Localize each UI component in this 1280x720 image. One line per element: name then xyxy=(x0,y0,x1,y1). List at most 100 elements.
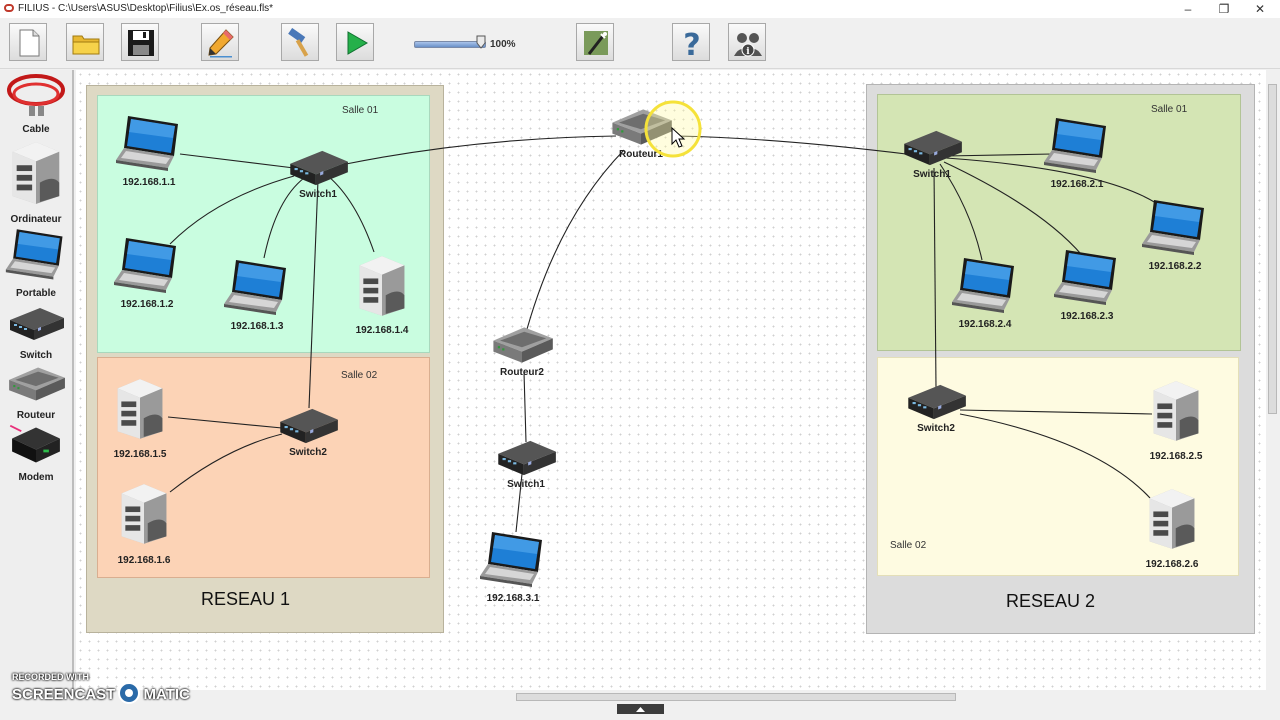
chevron-up-icon xyxy=(636,707,645,712)
server-192-168-2-5[interactable]: 192.168.2.5 xyxy=(1148,372,1204,462)
host-label: 192.168.1.1 xyxy=(122,177,176,188)
server-192-168-2-6[interactable]: 192.168.2.6 xyxy=(1144,480,1200,570)
build-mode-button[interactable] xyxy=(281,23,319,61)
vertical-scrollbar-thumb[interactable] xyxy=(1268,84,1277,414)
palette-switch[interactable]: Switch xyxy=(0,302,72,361)
zoom-level-label: 100% xyxy=(490,39,516,50)
laptop-192-168-2-2[interactable]: 192.168.2.2 xyxy=(1140,194,1210,272)
switch1-reseau2[interactable]: Switch1 xyxy=(900,126,964,180)
server-icon xyxy=(1149,489,1195,549)
maximize-button[interactable]: ❐ xyxy=(1218,2,1230,16)
host-label: 192.168.2.6 xyxy=(1145,559,1199,570)
question-icon: ? xyxy=(683,28,700,58)
server-icon xyxy=(117,379,163,439)
laptop-icon xyxy=(480,532,542,587)
server-192-168-1-4[interactable]: 192.168.1.4 xyxy=(354,248,410,336)
palette-cable[interactable]: Cable xyxy=(0,72,72,135)
close-button[interactable]: ✕ xyxy=(1254,2,1266,16)
palette-router-label: Routeur xyxy=(16,410,56,421)
router2[interactable]: Routeur2 xyxy=(489,322,555,378)
switch-icon xyxy=(280,408,338,444)
palette-switch-label: Switch xyxy=(19,350,53,361)
laptop-192-168-1-2[interactable]: 192.168.1.2 xyxy=(112,232,182,310)
server-icon xyxy=(359,256,405,316)
server-icon xyxy=(1153,381,1199,441)
palette-router[interactable]: Routeur xyxy=(0,362,72,421)
reseau1-salle01-label: Salle 01 xyxy=(342,105,379,116)
pencil-icon xyxy=(208,29,234,58)
laptop-192-168-1-3[interactable]: 192.168.1.3 xyxy=(222,254,292,332)
network-canvas[interactable]: Salle 01 Salle 02 RESEAU 1 Salle 01 Sall… xyxy=(76,70,1266,690)
palette-computer-label: Ordinateur xyxy=(10,214,62,225)
switch-label: Switch2 xyxy=(289,447,327,458)
cursor-highlight xyxy=(644,100,702,158)
cable-link xyxy=(345,135,617,165)
open-file-button[interactable] xyxy=(66,23,104,61)
cable-link xyxy=(945,157,1167,211)
switch2-reseau2[interactable]: Switch2 xyxy=(904,380,968,434)
host-label: 192.168.2.2 xyxy=(1148,261,1202,272)
palette-computer[interactable]: Ordinateur xyxy=(0,134,72,225)
cable-link xyxy=(939,163,983,261)
design-mode-button[interactable] xyxy=(201,23,239,61)
switch-label: Switch1 xyxy=(507,479,545,490)
about-button[interactable]: i xyxy=(728,23,766,61)
palette-modem[interactable]: Modem xyxy=(0,422,72,483)
horizontal-scrollbar[interactable] xyxy=(76,690,1266,704)
router-icon xyxy=(493,327,553,363)
help-button[interactable]: ? xyxy=(672,23,710,61)
host-label: 192.168.1.3 xyxy=(230,321,284,332)
wizard-button[interactable] xyxy=(576,23,614,61)
laptop-icon xyxy=(5,229,63,280)
server-192-168-1-5[interactable]: 192.168.1.5 xyxy=(112,370,168,460)
horizontal-scrollbar-thumb[interactable] xyxy=(516,693,956,701)
router-label: Routeur1 xyxy=(619,149,663,160)
cable-link xyxy=(308,179,319,409)
zoom-slider[interactable] xyxy=(414,41,486,48)
switch-icon xyxy=(904,130,962,166)
host-label: 192.168.1.4 xyxy=(355,325,409,336)
laptop-icon xyxy=(1142,200,1204,255)
new-file-button[interactable] xyxy=(9,23,47,61)
palette-cable-label: Cable xyxy=(22,124,50,135)
palette-laptop-label: Portable xyxy=(15,288,56,299)
router-label: Routeur2 xyxy=(500,367,544,378)
switch1-reseau1[interactable]: Switch1 xyxy=(286,146,350,200)
router1[interactable]: Routeur1 xyxy=(608,104,674,160)
simulation-mode-button[interactable] xyxy=(336,23,374,61)
cable-link xyxy=(263,177,305,259)
screencast-watermark: RECORDED WITH SCREENCAST MATIC xyxy=(12,672,190,704)
laptop-192-168-3-1[interactable]: 192.168.3.1 xyxy=(478,526,548,604)
cable-link xyxy=(169,433,283,493)
host-label: 192.168.2.4 xyxy=(958,319,1012,330)
switch-icon xyxy=(290,150,348,186)
component-palette: Cable Ordinateur Portable Switch Routeur… xyxy=(0,70,74,690)
svg-text:?: ? xyxy=(683,28,700,58)
laptop-192-168-1-1[interactable]: 192.168.1.1 xyxy=(114,110,184,188)
cable-link xyxy=(945,153,1053,157)
hammer-icon xyxy=(288,28,309,57)
main-toolbar: 100% ? i xyxy=(0,18,1280,69)
collapse-panel-toggle[interactable] xyxy=(617,704,664,714)
reseau2-salle02-label: Salle 02 xyxy=(890,540,927,551)
laptop-192-168-2-3[interactable]: 192.168.2.3 xyxy=(1052,244,1122,322)
palette-laptop[interactable]: Portable xyxy=(0,222,72,299)
reseau2-salle01-label: Salle 01 xyxy=(1151,104,1188,115)
minimize-button[interactable]: – xyxy=(1184,2,1192,16)
cable-link xyxy=(959,413,1151,499)
switch-icon xyxy=(908,384,966,420)
laptop-icon xyxy=(1044,118,1106,173)
computer-icon xyxy=(12,142,60,204)
modem-icon xyxy=(9,424,61,464)
laptop-192-168-2-4[interactable]: 192.168.2.4 xyxy=(950,252,1020,330)
router-icon xyxy=(9,367,65,401)
zoom-slider-handle[interactable] xyxy=(476,35,486,49)
switch2-reseau1[interactable]: Switch2 xyxy=(276,404,340,458)
window-title: FILIUS - C:\Users\ASUS\Desktop\Filius\Ex… xyxy=(18,3,274,14)
cable-link xyxy=(943,161,1087,261)
server-192-168-1-6[interactable]: 192.168.1.6 xyxy=(116,474,172,566)
laptop-192-168-2-1[interactable]: 192.168.2.1 xyxy=(1042,112,1112,190)
switch1-middle[interactable]: Switch1 xyxy=(494,436,558,490)
vertical-scrollbar[interactable] xyxy=(1266,70,1280,690)
save-file-button[interactable] xyxy=(121,23,159,61)
